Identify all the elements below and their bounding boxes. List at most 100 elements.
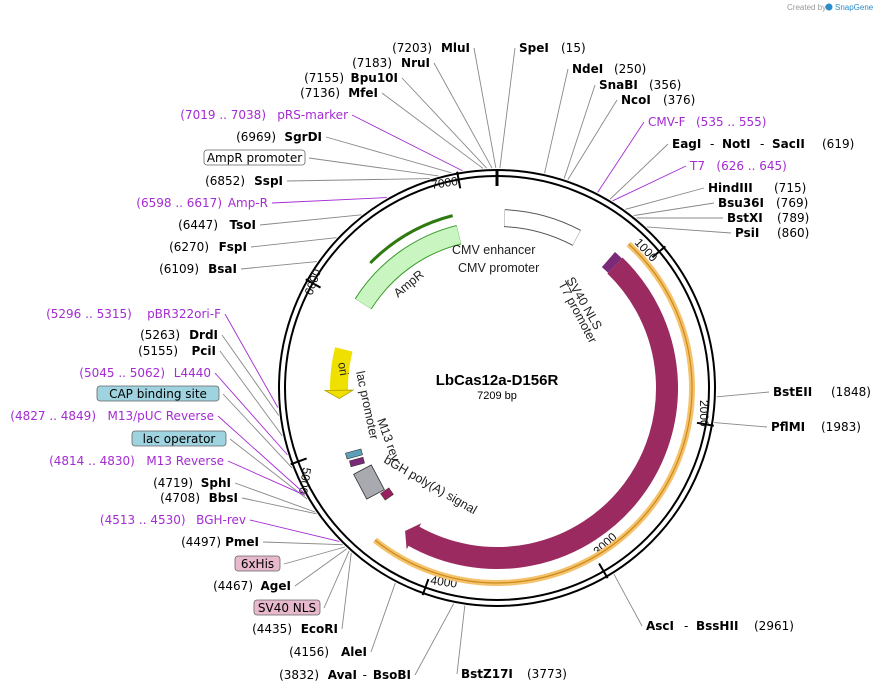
ampr-arc	[355, 225, 462, 309]
enzyme-position: (15)	[561, 41, 586, 55]
primer-name: CMV-F	[648, 115, 686, 129]
enzyme-name: BstXI	[727, 211, 763, 225]
enzyme-position: (4435)	[252, 622, 292, 636]
enzyme-name: NcoI	[621, 93, 651, 107]
primer-range: (626 .. 645)	[716, 159, 786, 173]
lbcpf1-arrowhead	[405, 523, 422, 550]
enzyme-name: AgeI	[261, 579, 291, 593]
enzyme-position: (4497)	[181, 535, 221, 549]
leader-line	[433, 62, 493, 169]
m13-rev-block	[349, 456, 365, 468]
enzyme-name: EcoRI	[301, 622, 338, 636]
primer-range: (535 .. 555)	[696, 115, 766, 129]
tick-label: 5000	[296, 467, 314, 496]
enzyme-position: (4467)	[213, 579, 253, 593]
feature-label-cmv-enhancer: CMV enhancer	[452, 243, 535, 257]
primer-name: pRS-marker	[277, 108, 348, 122]
enzyme-name: BstZ17I	[461, 667, 513, 681]
primer-name: M13 Reverse	[146, 454, 224, 468]
primer-range: (4827 .. 4849)	[10, 409, 96, 423]
primer-name: BGH-rev	[196, 513, 246, 527]
sv40-nls-arc	[601, 252, 622, 273]
leader-line	[308, 157, 439, 177]
leader-line	[286, 178, 430, 182]
ori-arrowhead	[323, 389, 355, 400]
leader-line	[227, 460, 306, 496]
enzyme-name: AleI	[341, 645, 367, 659]
primer-name: Amp-R	[228, 196, 268, 210]
enzyme-name: BstEII	[773, 385, 812, 399]
enzyme-name: AvaI	[328, 668, 357, 682]
enzyme-name: SphI	[201, 476, 231, 490]
feature-arcs	[323, 209, 695, 586]
enzyme-position: (6270)	[169, 240, 209, 254]
enzyme-name: PciI	[192, 344, 217, 358]
feature-box	[131, 430, 227, 447]
leader-line	[716, 391, 770, 398]
feature-box	[253, 599, 321, 616]
feature-box-label: AmpR promoter	[207, 151, 302, 165]
enzyme-name: PmeI	[225, 535, 259, 549]
enzyme-position: (619)	[822, 137, 854, 151]
enzyme-name: SgrDI	[284, 130, 322, 144]
feature-label-lac-promoter: lac promoter	[353, 370, 381, 441]
primer-range: (5296 .. 5315)	[46, 307, 132, 321]
enzyme-name: NruI	[401, 56, 430, 70]
leader-line	[214, 372, 288, 456]
leader-line	[613, 574, 643, 627]
feature-box-label: lac operator	[143, 432, 216, 446]
enzyme-name: SspI	[254, 174, 283, 188]
enzyme-name: PsiI	[735, 226, 759, 240]
primer-name: pBR322ori-F	[147, 307, 221, 321]
leader-line	[240, 261, 317, 270]
enzyme-position: (250)	[614, 62, 646, 76]
enzyme-name: EagI	[672, 137, 701, 151]
enzyme-name: BsaI	[208, 262, 237, 276]
leader-line	[544, 68, 569, 174]
outer-labels: MluI(7203)NruI(7183)Bpu10I(7155)MfeI(713…	[10, 41, 871, 682]
leader-line	[714, 422, 768, 428]
enzyme-position: (5263)	[140, 328, 180, 342]
primer-range: (5045 .. 5062)	[79, 366, 165, 380]
leader-line	[414, 603, 455, 676]
leader-line	[241, 497, 317, 515]
leader-line	[341, 552, 352, 630]
enzyme-name: DrdI	[189, 328, 218, 342]
cmv-arc	[504, 210, 581, 245]
enzyme-position: (6969)	[236, 130, 276, 144]
enzyme-name: PflMI	[771, 420, 805, 434]
enzyme-position: (789)	[777, 211, 809, 225]
feature-label-ori: ori	[335, 361, 351, 377]
enzyme-position: (1983)	[821, 420, 861, 434]
primer-range: (4513 .. 4530)	[100, 513, 186, 527]
feature-box	[203, 149, 306, 166]
leader-line	[646, 226, 732, 234]
enzyme-name: BssHII	[696, 619, 738, 633]
feature-label-bgh: bGH poly(A) signal	[382, 452, 480, 517]
leader-line	[229, 438, 308, 500]
enzyme-position: (7203)	[392, 41, 432, 55]
tick-mark	[421, 578, 430, 596]
enzyme-separator: -	[684, 619, 688, 633]
enzyme-position: (4708)	[160, 491, 200, 505]
credit-created-by: Created by	[787, 3, 826, 12]
leader-lines	[214, 47, 770, 676]
leader-line	[625, 187, 705, 210]
primer-name: T7	[689, 159, 705, 173]
enzyme-separator: -	[710, 137, 714, 151]
enzyme-name: SpeI	[519, 41, 549, 55]
leader-line	[217, 415, 304, 493]
primer-name: M13/pUC Reverse	[108, 409, 215, 423]
leader-line	[221, 334, 280, 416]
leader-line	[283, 546, 346, 565]
leader-line	[294, 548, 348, 587]
tick-mark	[598, 562, 609, 579]
enzyme-name: Bsu36I	[718, 196, 764, 210]
leader-line	[234, 482, 316, 513]
leader-line	[567, 99, 618, 180]
primer-coverage-arc-line	[374, 243, 693, 584]
leader-line	[563, 84, 596, 179]
leader-line	[262, 541, 343, 546]
tick-mark	[305, 278, 322, 289]
